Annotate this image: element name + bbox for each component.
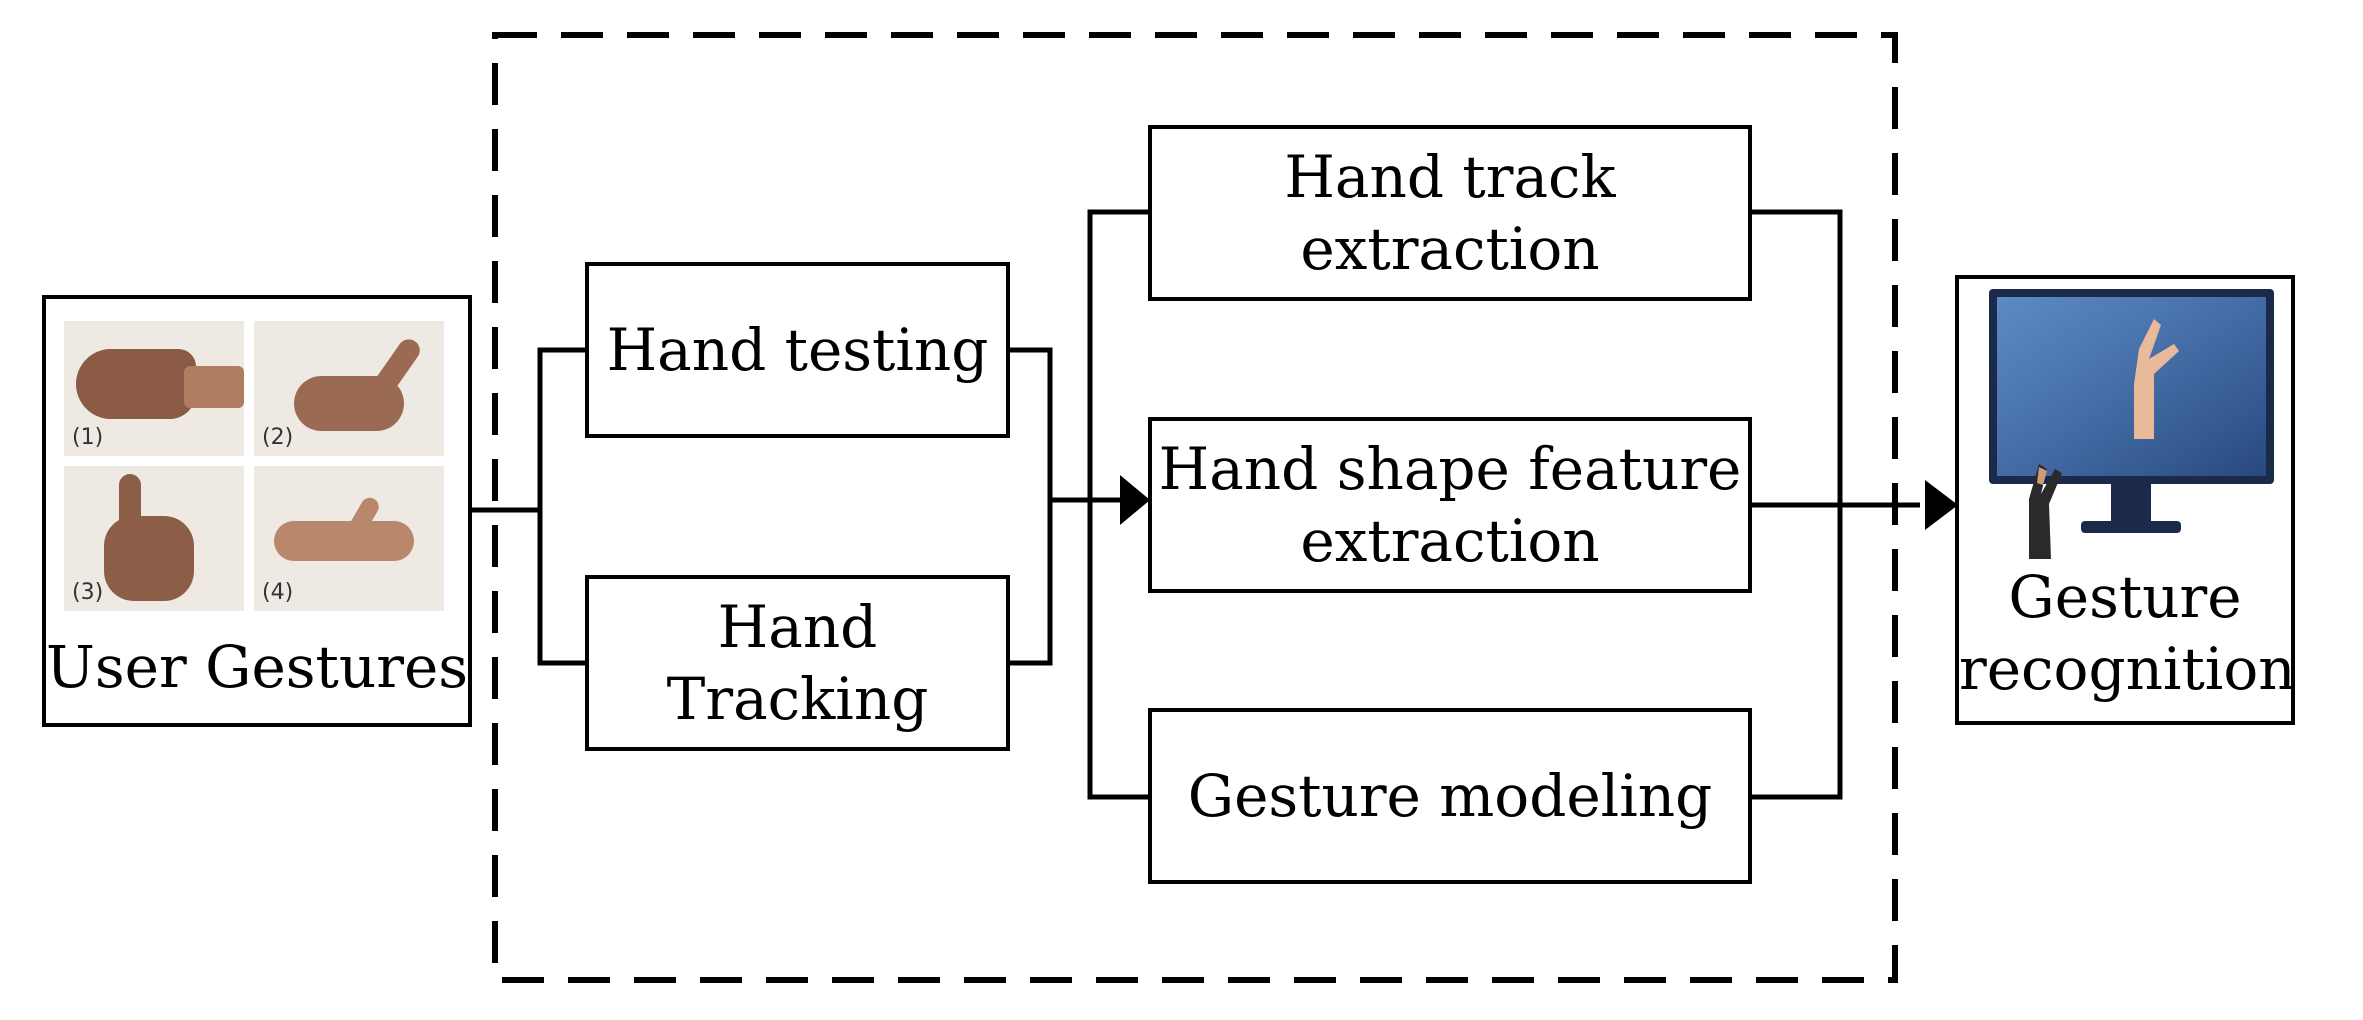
photo-label-4: (4): [262, 580, 294, 605]
arrow-middle: [1120, 475, 1150, 525]
fork-left: [537, 347, 585, 666]
hand-shape-label-line2: extraction: [1300, 507, 1600, 575]
photo-label-1: (1): [72, 425, 104, 450]
gesture-recognition-box: Gesture recognition: [1955, 275, 2296, 725]
open-hand-icon: [274, 521, 414, 561]
two-finger-hand-icon: [104, 516, 194, 601]
fist-hand-icon: [76, 349, 196, 419]
gesture-modeling-box: Gesture modeling: [1148, 708, 1752, 884]
user-gestures-title: User Gestures: [46, 633, 469, 701]
forearm-shape: [184, 366, 244, 408]
gesture-photo-2: (2): [254, 321, 444, 456]
hand-shape-label-line1: Hand shape feature: [1158, 435, 1742, 503]
arrow-output: [1925, 480, 1958, 530]
hand-track-label-line2: extraction: [1300, 215, 1600, 283]
hand-tracking-label-line2: Tracking: [666, 665, 929, 733]
gesture-modeling-label: Gesture modeling: [1187, 762, 1713, 830]
gesture-recognition-title-line2: recognition: [1959, 635, 2296, 703]
hand-tracking-label-line1: Hand: [717, 593, 878, 661]
gesture-photo-3: (3): [64, 466, 244, 611]
gesture-recognition-title-line1: Gesture: [2008, 563, 2242, 631]
monitor-with-hand-icon: [1989, 289, 2274, 559]
user-gestures-box: (1) (2) (3) (4) User Gestures: [42, 295, 472, 727]
hand-tracking-box: Hand Tracking: [585, 575, 1010, 751]
raised-finger-shape: [119, 474, 141, 534]
photo-label-2: (2): [262, 425, 294, 450]
gesture-photo-4: (4): [254, 466, 444, 611]
hand-testing-label: Hand testing: [606, 316, 989, 384]
hand-track-extraction-box: Hand track extraction: [1148, 125, 1752, 301]
photo-label-3: (3): [72, 580, 104, 605]
hand-track-label-line1: Hand track: [1284, 143, 1616, 211]
fork-right: [1087, 209, 1148, 800]
merge-top: [1010, 347, 1053, 666]
hand-shape-extraction-box: Hand shape feature extraction: [1148, 417, 1752, 593]
monitor-illustration: [1989, 289, 2274, 559]
hand-testing-box: Hand testing: [585, 262, 1010, 438]
gesture-photo-1: (1): [64, 321, 244, 456]
